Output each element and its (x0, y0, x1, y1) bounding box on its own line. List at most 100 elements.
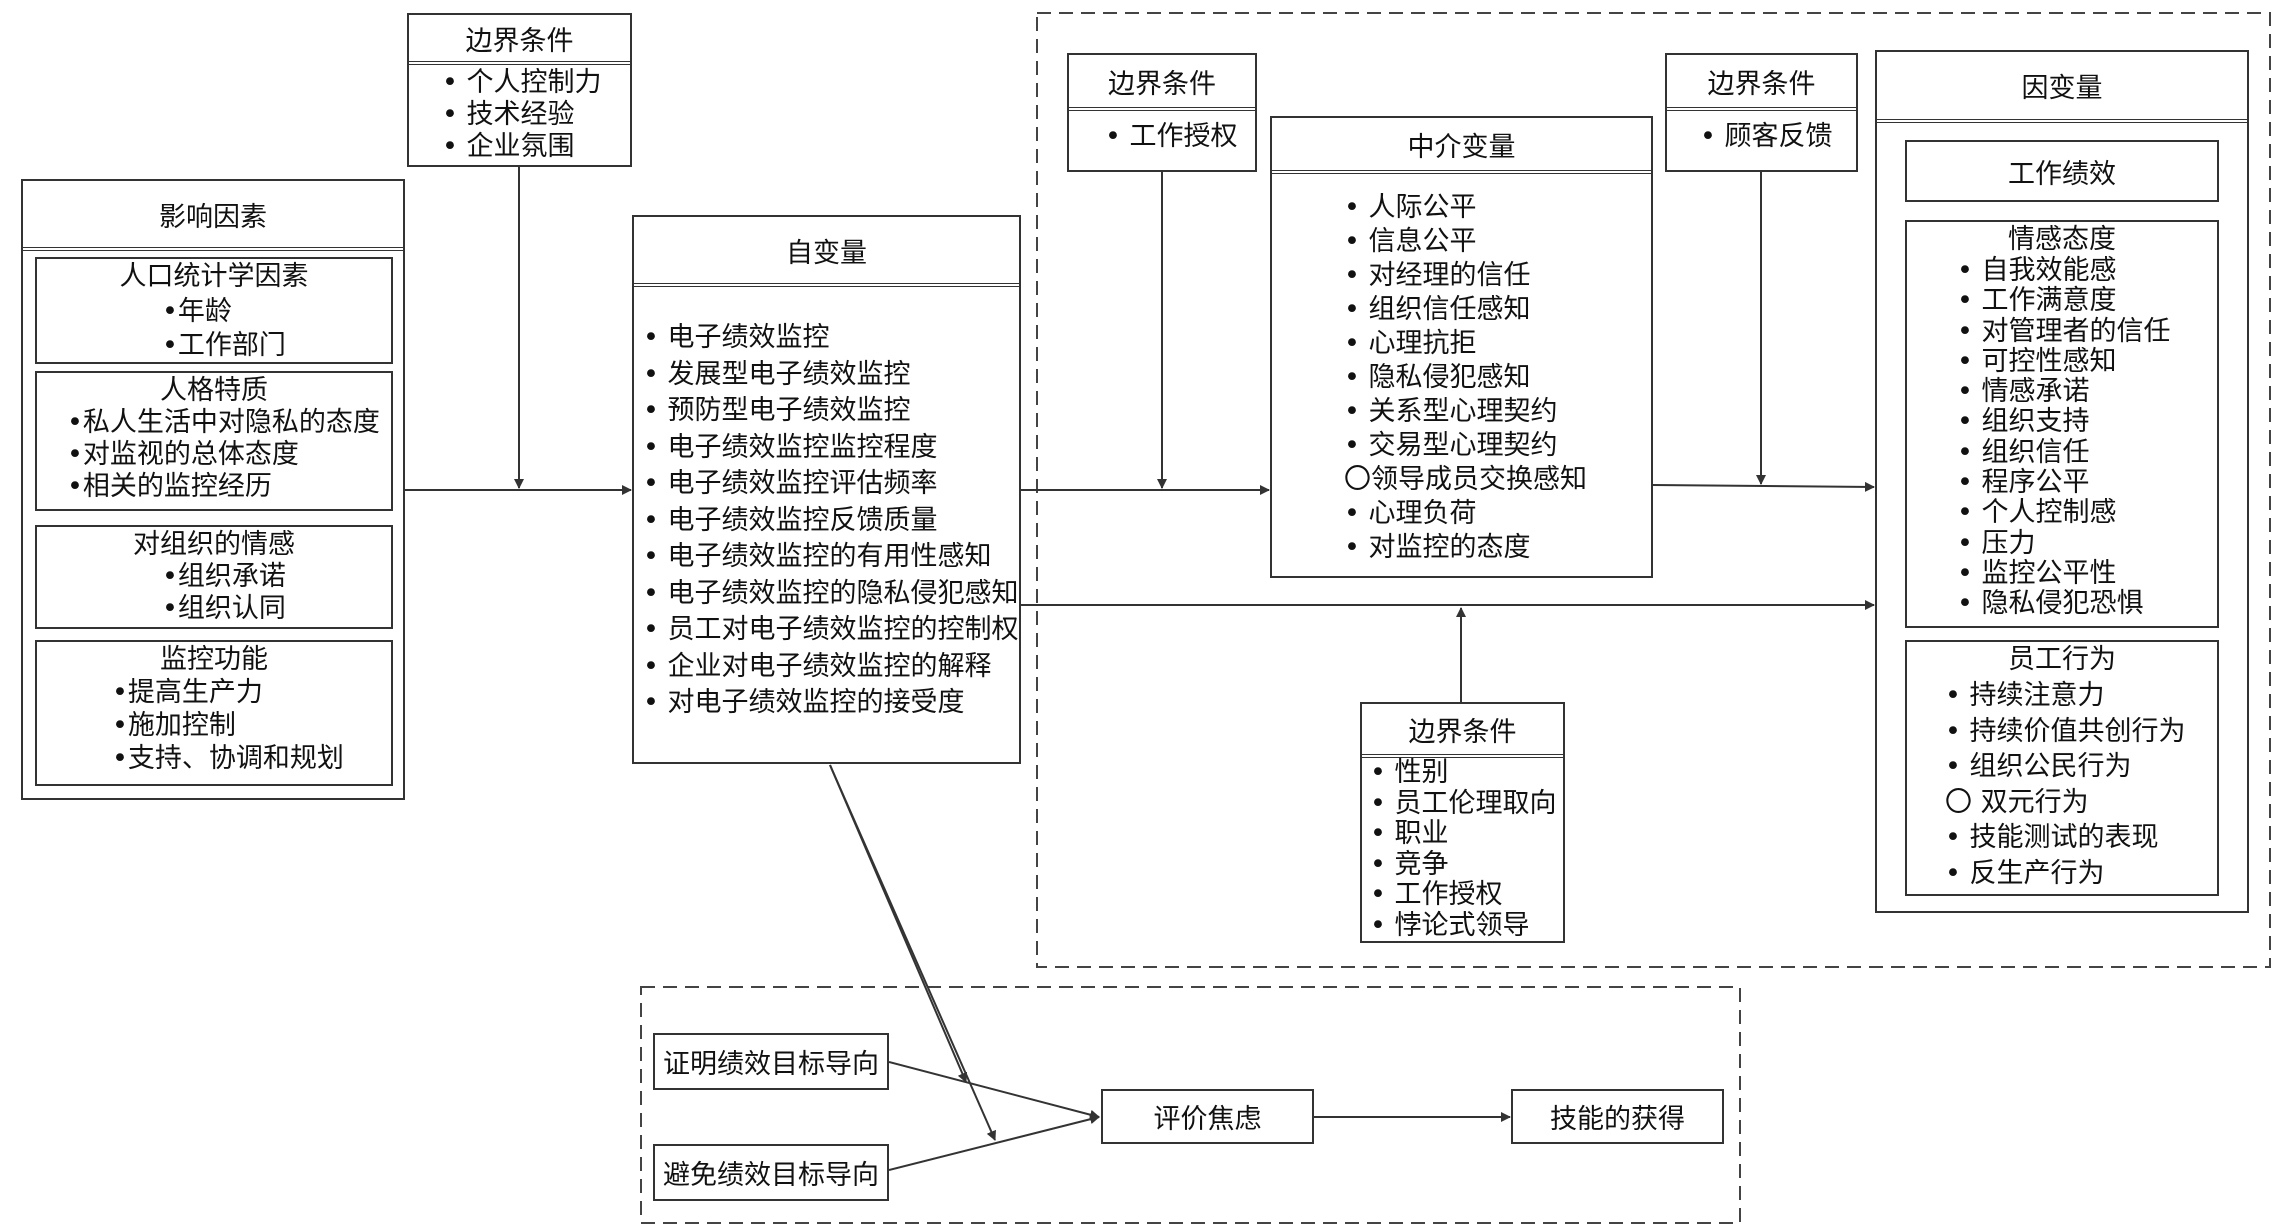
independent-item: • 电子绩效监控的隐私侵犯感知 (643, 577, 1019, 609)
demographic-list: •年龄 •工作部门 (37, 295, 391, 363)
mediator-variable-box: 中介变量 • 人际公平 • 信息公平 • 对经理的信任 • 组织信任感知 • 心… (1270, 116, 1653, 578)
arrow-prove-goal-to-anxiety (888, 1061, 1100, 1120)
influence-factors-title: 影响因素 (23, 181, 403, 251)
org-emotion-title: 对组织的情感 (133, 529, 295, 560)
org-emotion-item: •组织承诺 (162, 561, 286, 592)
affective-attitude-list: • 自我效能感 • 工作满意度 • 对管理者的信任 • 可控性感知 • 情感承诺… (1907, 255, 2217, 620)
personality-list: •私人生活中对隐私的态度 •对监视的总体态度 •相关的监控经历 (37, 407, 391, 503)
mediator-item: • 心理负荷 (1344, 498, 1477, 529)
boundary-conditions-box-left: 边界条件 • 个人控制力 • 技术经验 • 企业氛围 (407, 13, 632, 167)
boundary-item: • 个人控制力 (442, 67, 602, 98)
boundary-item: • 技术经验 (442, 99, 575, 130)
mediator-item: • 人际公平 (1344, 192, 1477, 223)
independent-item: • 电子绩效监控的有用性感知 (643, 541, 992, 572)
attitude-item: • 隐私侵犯恐惧 (1957, 588, 2144, 620)
job-performance-box: 工作绩效 (1905, 140, 2219, 202)
boundary-item: • 工作授权 (1105, 121, 1238, 152)
personality-item: •私人生活中对隐私的态度 (67, 407, 380, 438)
employee-behavior-list: • 持续注意力 • 持续价值共创行为 • 组织公民行为 〇 双元行为 • 技能测… (1907, 678, 2217, 892)
affective-attitude-box: 情感态度 • 自我效能感 • 工作满意度 • 对管理者的信任 • 可控性感知 •… (1905, 220, 2219, 628)
org-emotion-item: •组织认同 (162, 593, 286, 624)
boundary-conditions-list: • 个人控制力 • 技术经验 • 企业氛围 (409, 67, 630, 163)
boundary-customer-feedback-title: 边界条件 (1667, 55, 1856, 111)
arrow-avoid-goal-to-anxiety (888, 1114, 1100, 1171)
boundary-item: • 竞争 (1370, 848, 1449, 880)
boundary-item: • 员工伦理取向 (1370, 787, 1557, 819)
affective-attitude-title: 情感态度 (2008, 224, 2116, 255)
behavior-item: • 持续价值共创行为 (1945, 715, 2186, 747)
mediator-item: • 对经理的信任 (1344, 260, 1531, 291)
mediator-item: • 交易型心理契约 (1344, 430, 1558, 461)
independent-item: • 电子绩效监控 (643, 322, 830, 353)
monitor-function-item: •施加控制 (112, 710, 236, 741)
attitude-item: • 可控性感知 (1957, 345, 2117, 377)
attitude-item: • 监控公平性 (1957, 557, 2117, 589)
avoid-goal-orientation-box: 避免绩效目标导向 (653, 1144, 889, 1201)
arrow-independent-to-anxiety-b (829, 764, 996, 1141)
independent-item: • 预防型电子绩效监控 (643, 395, 911, 426)
attitude-item: • 组织信任 (1957, 436, 2090, 468)
personality-box: 人格特质 •私人生活中对隐私的态度 •对监视的总体态度 •相关的监控经历 (35, 371, 393, 511)
mediator-item: • 信息公平 (1344, 226, 1477, 257)
personality-item: •对监视的总体态度 (67, 439, 299, 470)
mediator-item: • 组织信任感知 (1344, 294, 1531, 325)
boundary-item: • 性别 (1370, 757, 1449, 788)
mediator-item: 〇领导成员交换感知 (1344, 464, 1587, 495)
skill-acquisition-label: 技能的获得 (1550, 1104, 1685, 1135)
boundary-item: • 职业 (1370, 818, 1449, 849)
demographic-item: •年龄 (162, 296, 232, 327)
boundary-item: • 工作授权 (1370, 879, 1503, 910)
evaluation-anxiety-label: 评价焦虑 (1153, 1104, 1262, 1135)
boundary-work-authorization-list: • 工作授权 (1069, 119, 1255, 155)
mediator-variable-list: • 人际公平 • 信息公平 • 对经理的信任 • 组织信任感知 • 心理抗拒 •… (1272, 191, 1651, 565)
dependent-variable-title: 因变量 (1877, 52, 2247, 123)
mediator-variable-title: 中介变量 (1272, 118, 1651, 174)
boundary-customer-feedback-list: • 顾客反馈 (1667, 119, 1856, 155)
boundary-item: • 企业氛围 (442, 131, 575, 162)
behavior-item: • 组织公民行为 (1945, 751, 2132, 783)
prove-goal-orientation-box: 证明绩效目标导向 (653, 1033, 889, 1090)
job-performance-label: 工作绩效 (2008, 158, 2116, 190)
prove-goal-orientation-label: 证明绩效目标导向 (663, 1049, 879, 1080)
demographic-title: 人口统计学因素 (119, 261, 309, 292)
independent-item: • 电子绩效监控反馈质量 (643, 504, 938, 536)
attitude-item: • 对管理者的信任 (1957, 315, 2171, 347)
boundary-conditions-bottom-list: • 性别 • 员工伦理取向 • 职业 • 竞争 • 工作授权 • 悖论式领导 (1362, 757, 1563, 941)
behavior-item: 〇 双元行为 (1945, 786, 2089, 818)
monitor-function-list: •提高生产力 •施加控制 •支持、协调和规划 (37, 676, 391, 775)
attitude-item: • 压力 (1957, 527, 2036, 559)
attitude-item: • 组织支持 (1957, 406, 2090, 438)
independent-item: • 发展型电子绩效监控 (643, 358, 911, 390)
attitude-item: • 程序公平 (1957, 467, 2090, 499)
org-emotion-box: 对组织的情感 •组织承诺 •组织认同 (35, 525, 393, 629)
demographic-item: •工作部门 (162, 330, 286, 361)
employee-behavior-title: 员工行为 (2008, 644, 2116, 675)
monitor-function-title: 监控功能 (160, 644, 268, 675)
monitor-function-item: •支持、协调和规划 (112, 743, 344, 774)
mediator-item: • 隐私侵犯感知 (1344, 362, 1531, 393)
attitude-item: • 个人控制感 (1957, 497, 2117, 529)
independent-item: • 员工对电子绩效监控的控制权 (643, 614, 1019, 645)
influence-factors-box: 影响因素 人口统计学因素 •年龄 •工作部门 人格特质 •私人生活中对隐私的态度… (21, 179, 405, 800)
behavior-item: • 持续注意力 (1945, 680, 2105, 711)
dependent-variable-box: 因变量 工作绩效 情感态度 • 自我效能感 • 工作满意度 • 对管理者的信任 … (1875, 50, 2249, 913)
evaluation-anxiety-box: 评价焦虑 (1101, 1089, 1314, 1144)
independent-variable-box: 自变量 • 电子绩效监控 • 发展型电子绩效监控 • 预防型电子绩效监控 • 电… (632, 215, 1021, 764)
boundary-conditions-title: 边界条件 (409, 15, 630, 65)
boundary-work-authorization-box: 边界条件 • 工作授权 (1067, 53, 1257, 172)
boundary-conditions-bottom-title: 边界条件 (1362, 704, 1563, 758)
independent-item: • 电子绩效监控评估频率 (643, 468, 938, 499)
behavior-item: • 技能测试的表现 (1945, 822, 2159, 854)
boundary-customer-feedback-box: 边界条件 • 顾客反馈 (1665, 53, 1858, 172)
org-emotion-list: •组织承诺 •组织认同 (37, 561, 391, 625)
independent-item: • 电子绩效监控监控程度 (643, 431, 938, 463)
monitor-function-box: 监控功能 •提高生产力 •施加控制 •支持、协调和规划 (35, 640, 393, 786)
independent-item: • 企业对电子绩效监控的解释 (643, 650, 992, 682)
boundary-work-authorization-title: 边界条件 (1069, 55, 1255, 111)
lower-dashed-frame (640, 986, 1741, 1224)
personality-item: •相关的监控经历 (67, 471, 272, 502)
boundary-item: • 顾客反馈 (1700, 121, 1833, 152)
mediator-item: • 关系型心理契约 (1344, 396, 1558, 427)
